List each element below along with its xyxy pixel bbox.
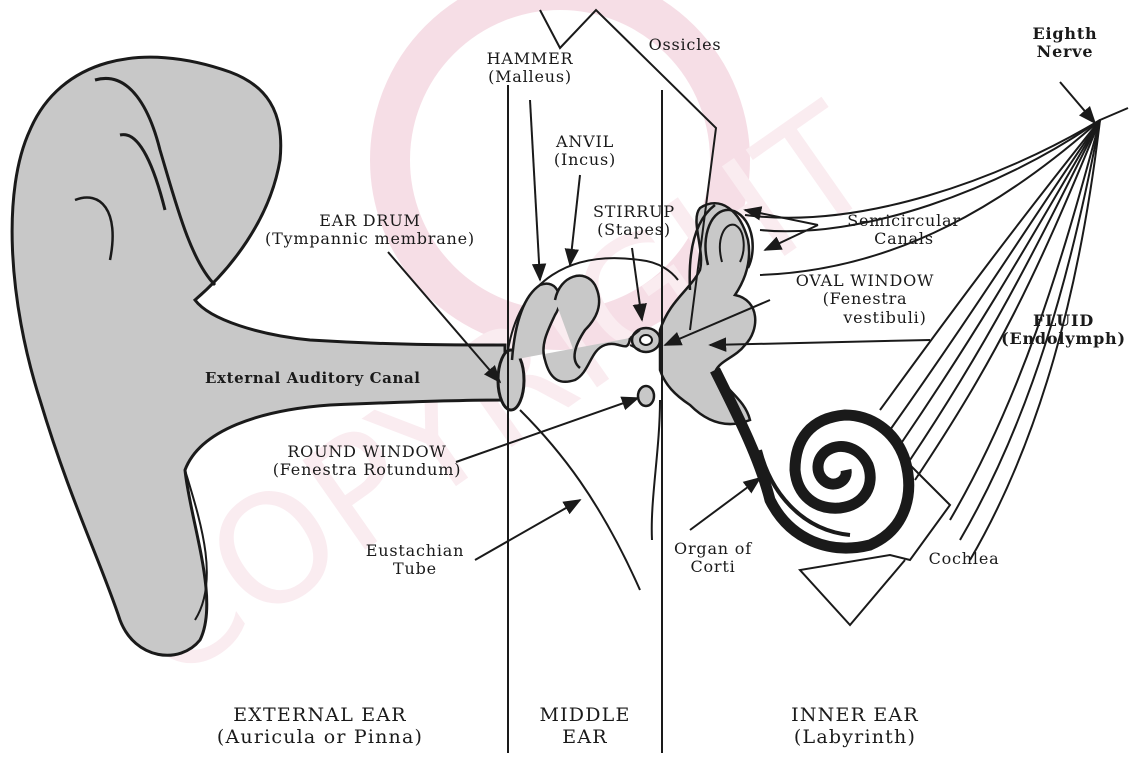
label-round-window-line2: (Fenestra Rotundum) [272, 461, 462, 479]
label-inner-ear-line1: INNER EAR [770, 705, 940, 727]
label-cochlea-text: Cochlea [924, 550, 1004, 568]
label-inner-ear: INNER EAR (Labyrinth) [770, 705, 940, 749]
label-organ-corti-line2: Corti [668, 558, 758, 576]
label-anvil-line2: (Incus) [540, 151, 630, 169]
label-eustachian-line2: Tube [360, 560, 470, 578]
label-oval-window-line3: vestibuli) [780, 309, 950, 327]
middle-ear-wall [652, 400, 660, 540]
label-middle-ear: MIDDLE EAR [520, 705, 650, 749]
cochlea-shape [715, 370, 909, 548]
label-external-ear: EXTERNAL EAR (Auricula or Pinna) [200, 705, 440, 749]
label-eighth-nerve-line1: Eighth [1025, 25, 1105, 43]
eighth-nerve-pointer [1060, 82, 1095, 123]
label-eustachian-line1: Eustachian [360, 542, 470, 560]
label-organ-corti: Organ of Corti [668, 540, 758, 577]
label-oval-window-line2: (Fenestra [780, 290, 950, 308]
label-oval-window: OVAL WINDOW (Fenestra vestibuli) [780, 272, 950, 327]
label-ossicles: Ossicles [640, 36, 730, 54]
label-cochlea: Cochlea [924, 550, 1004, 568]
label-external-ear-line2: (Auricula or Pinna) [200, 727, 440, 749]
hammer-pointer [530, 100, 540, 280]
round-window-shape [638, 386, 654, 406]
organ-corti-pointer [690, 478, 760, 530]
label-stirrup: STIRRUP (Stapes) [588, 203, 680, 240]
label-ear-drum-line2: (Tympannic membrane) [255, 230, 485, 248]
label-eighth-nerve: Eighth Nerve [1025, 25, 1105, 62]
label-middle-ear-line2: EAR [520, 727, 650, 749]
label-oval-window-line1: OVAL WINDOW [780, 272, 950, 290]
label-eustachian: Eustachian Tube [360, 542, 470, 579]
label-eighth-nerve-line2: Nerve [1025, 43, 1105, 61]
label-semicircular-line2: Canals [834, 230, 974, 248]
label-middle-ear-line1: MIDDLE [520, 705, 650, 727]
label-semicircular-line1: Semicircular [834, 212, 974, 230]
label-fluid-line2: (Endolymph) [996, 330, 1131, 348]
label-organ-corti-line1: Organ of [668, 540, 758, 558]
label-fluid: FLUID (Endolymph) [996, 312, 1131, 349]
label-ear-drum: EAR DRUM (Tympannic membrane) [255, 212, 485, 249]
label-semicircular: Semicircular Canals [834, 212, 974, 249]
eustachian-pointer [475, 500, 580, 560]
label-hammer-line1: HAMMER [470, 50, 590, 68]
label-inner-ear-line2: (Labyrinth) [770, 727, 940, 749]
label-round-window-line1: ROUND WINDOW [272, 443, 462, 461]
label-external-canal: External Auditory Canal [205, 370, 421, 387]
label-hammer: HAMMER (Malleus) [470, 50, 590, 87]
label-ear-drum-line1: EAR DRUM [255, 212, 485, 230]
label-stirrup-line2: (Stapes) [588, 221, 680, 239]
label-external-ear-line1: EXTERNAL EAR [200, 705, 440, 727]
label-hammer-line2: (Malleus) [470, 68, 590, 86]
label-anvil-line1: ANVIL [540, 133, 630, 151]
label-anvil: ANVIL (Incus) [540, 133, 630, 170]
label-fluid-line1: FLUID [996, 312, 1131, 330]
label-round-window: ROUND WINDOW (Fenestra Rotundum) [272, 443, 462, 480]
label-stirrup-line1: STIRRUP [588, 203, 680, 221]
label-ossicles-text: Ossicles [640, 36, 730, 54]
label-external-canal-text: External Auditory Canal [205, 370, 421, 387]
